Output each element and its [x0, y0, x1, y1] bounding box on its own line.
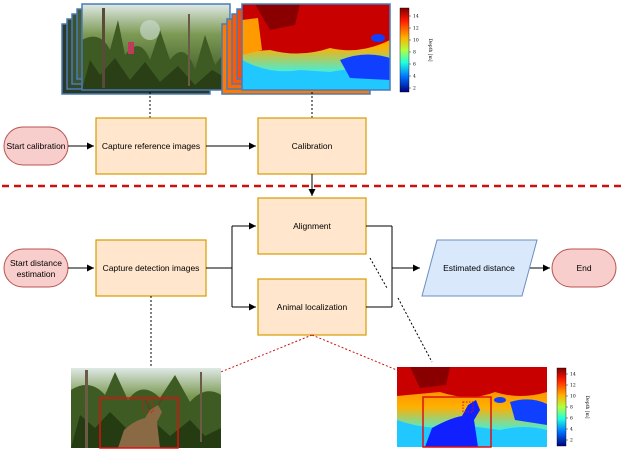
aligned-depth-image	[397, 367, 547, 448]
colorbar-top-ticks: 14 12 10 8 6 4 2	[409, 14, 419, 92]
colorbar-top-tick: 2	[413, 86, 416, 92]
capture-detection-node: Capture detection images	[95, 239, 207, 297]
aligned-point	[462, 401, 474, 413]
colorbar-top-tick: 4	[413, 74, 416, 80]
start-distance-label-line2: estimation	[17, 269, 56, 279]
colorbar-bottom-ticks: 14 12 10 8 6 4 2	[566, 372, 576, 444]
capture-reference-label: Capture reference images	[102, 141, 200, 151]
colorbar-bottom-tick: 12	[570, 383, 576, 389]
colorbar-bottom-tick: 4	[570, 427, 573, 433]
colorbar-bottom-tick: 2	[570, 438, 573, 444]
estimated-distance-node: Estimated distance	[421, 239, 538, 297]
colorbar-top-tick: 8	[413, 50, 416, 56]
colorbar-top-tick: 6	[413, 62, 416, 68]
connector-aligned-depth	[397, 297, 433, 363]
calibration-label: Calibration	[292, 141, 333, 151]
end-label: End	[576, 263, 591, 273]
colorbar-top: 14 12 10 8 6 4 2 Depth [m]	[399, 7, 433, 93]
start-distance-label-line1: Start distance	[10, 258, 62, 268]
reference-depth-stack	[221, 3, 391, 95]
alignment-node: Alignment	[257, 197, 367, 255]
start-distance-node: Start distance estimation	[3, 248, 69, 288]
start-calibration-node: Start calibration	[3, 126, 69, 166]
colorbar-top-label: Depth [m]	[427, 38, 433, 61]
reference-image-stack	[61, 3, 231, 95]
detection-image	[71, 368, 221, 449]
colorbar-top-tick: 10	[413, 38, 419, 44]
colorbar-bottom-tick: 6	[570, 416, 573, 422]
end-node: End	[551, 248, 617, 288]
detection-bbox	[99, 397, 179, 449]
colorbar-bottom-tick: 8	[570, 405, 573, 411]
aligned-bbox	[422, 396, 492, 448]
detection-point	[142, 401, 154, 413]
calibration-node: Calibration	[257, 117, 367, 175]
capture-detection-label: Capture detection images	[103, 263, 200, 273]
colorbar-bottom: 14 12 10 8 6 4 2 Depth [m]	[556, 367, 590, 447]
colorbar-bottom-tick: 10	[570, 394, 576, 400]
colorbar-bottom-tick: 14	[570, 372, 576, 378]
colorbar-top-tick: 14	[413, 14, 419, 20]
colorbar-bottom-label: Depth [m]	[584, 395, 590, 418]
estimated-distance-label: Estimated distance	[443, 263, 515, 273]
animal-localization-label: Animal localization	[277, 302, 348, 312]
capture-reference-node: Capture reference images	[95, 117, 207, 175]
reference-depth-map	[242, 4, 390, 90]
reference-forest-image	[82, 4, 230, 90]
alignment-label: Alignment	[293, 221, 331, 231]
localization-link-rgb	[205, 334, 313, 379]
colorbar-top-tick: 12	[413, 26, 419, 32]
connector-alignment-hint	[369, 257, 388, 289]
animal-localization-node: Animal localization	[257, 278, 367, 336]
start-calibration-label: Start calibration	[6, 141, 65, 151]
